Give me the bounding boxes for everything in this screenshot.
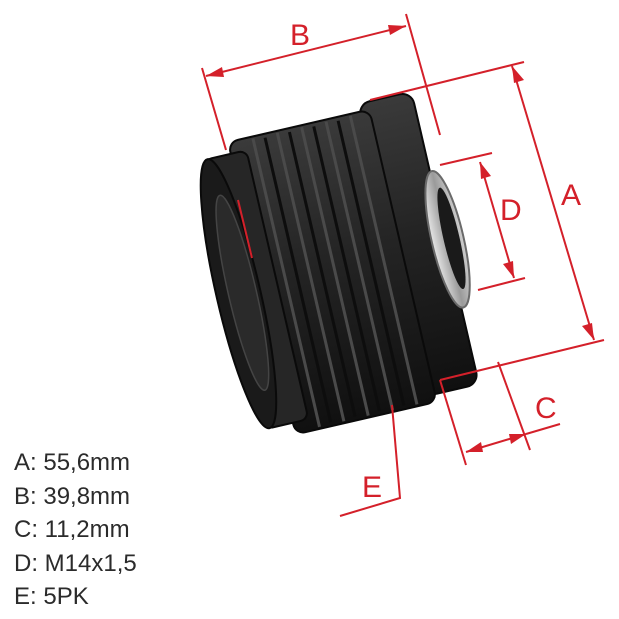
dim-D-line: [479, 161, 515, 279]
dim-A-line: [511, 65, 595, 341]
dimension-D: [439, 152, 526, 291]
spec-B: B: 39,8mm: [14, 482, 131, 510]
dim-label-A: A: [561, 179, 581, 212]
dim-D-ext-top: [439, 152, 493, 166]
dimension-E: [339, 404, 402, 517]
spec-C: C: 11,2mm: [14, 516, 130, 543]
dim-B-ext-left: [201, 67, 227, 151]
dim-label-B: B: [290, 19, 310, 52]
spec-A: A: 55,6mm: [14, 449, 131, 476]
spec-list: A: 55,6mm B: 39,8mm C: 11,2mm D: M14x1,5…: [14, 446, 137, 614]
dimension-A: [369, 61, 605, 381]
dim-label-C: C: [535, 392, 557, 425]
dim-B-line: [205, 25, 407, 77]
belt-grooves: [251, 115, 419, 428]
dim-A-ext-top: [369, 61, 525, 101]
spec-D: D: M14x1,5: [14, 549, 137, 577]
dim-label-D: D: [500, 194, 522, 227]
dim-C-ext-left: [439, 379, 467, 466]
dimension-B: [201, 13, 441, 151]
dim-D-ext-bottom: [477, 277, 526, 291]
dim-label-E: E: [362, 471, 382, 504]
pulley-part: [199, 92, 478, 434]
dim-A-ext-bottom: [439, 339, 605, 381]
dim-E-leader: [339, 404, 402, 517]
dimension-C: [439, 361, 561, 466]
dim-B-ext-right: [405, 13, 441, 136]
spec-E: E: 5PK: [14, 583, 89, 610]
